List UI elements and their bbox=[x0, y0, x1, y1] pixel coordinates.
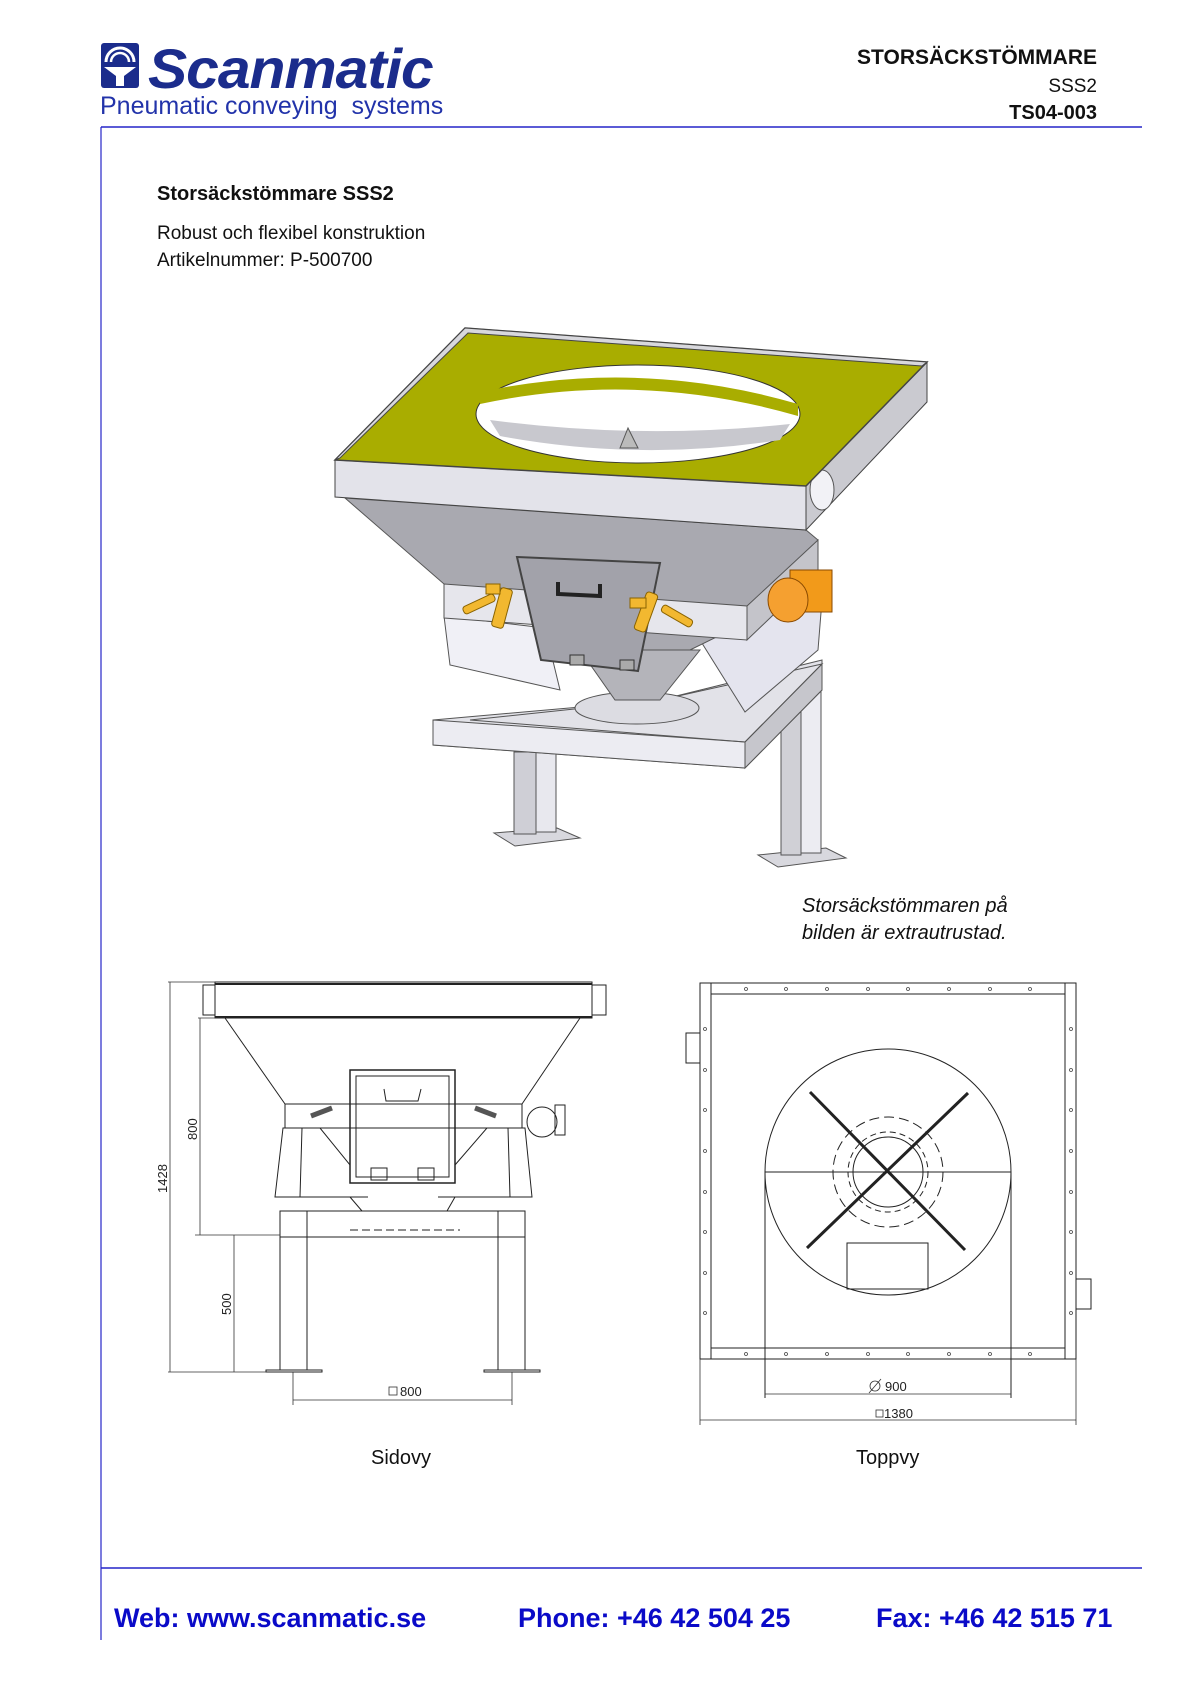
brand-tagline: Pneumatic conveying systems bbox=[100, 92, 444, 120]
render-caption: Storsäckstömmaren på bilden är extrautru… bbox=[802, 893, 1008, 947]
logo-icon bbox=[101, 43, 139, 88]
clamp-handles bbox=[462, 583, 694, 633]
side-view-label: Sidovy bbox=[371, 1447, 432, 1469]
model-name: SSS2 bbox=[1048, 76, 1097, 97]
side-view-dimensions bbox=[168, 981, 513, 1405]
brand-logo-text: Scanmatic bbox=[148, 37, 434, 100]
caption-line-2: bilden är extrautrustad. bbox=[802, 922, 1007, 944]
product-render bbox=[333, 327, 929, 868]
document-number: TS04-003 bbox=[1009, 102, 1097, 124]
dim-hopper-height: 800 bbox=[185, 1118, 200, 1140]
footer-fax: Fax: +46 42 515 71 bbox=[876, 1603, 1113, 1633]
side-view-drawing bbox=[202, 981, 607, 1373]
product-title: Storsäckstömmare SSS2 bbox=[157, 183, 394, 205]
dim-leg-spacing: 800 bbox=[400, 1384, 422, 1399]
leg-back-left bbox=[492, 751, 582, 847]
vibration-motor bbox=[767, 569, 833, 623]
skirt-left bbox=[443, 615, 561, 691]
article-number: Artikelnummer: P-500700 bbox=[157, 250, 373, 271]
top-view-dimensions bbox=[699, 1359, 1077, 1425]
footer-web[interactable]: Web: www.scanmatic.se bbox=[114, 1603, 427, 1633]
top-view-bolts bbox=[703, 987, 1073, 1356]
dim-diameter: 900 bbox=[885, 1379, 907, 1394]
document-title: STORSÄCKSTÖMMARE bbox=[857, 46, 1097, 69]
product-description: Robust och flexibel konstruktion bbox=[157, 223, 426, 244]
footer-phone: Phone: +46 42 504 25 bbox=[518, 1603, 791, 1633]
inspection-door bbox=[515, 555, 662, 673]
caption-line-1: Storsäckstömmaren på bbox=[802, 895, 1008, 917]
dim-leg-height: 500 bbox=[219, 1293, 234, 1315]
dim-square: 1380 bbox=[884, 1406, 913, 1421]
top-view-label: Toppvy bbox=[856, 1447, 920, 1469]
top-view-drawing bbox=[685, 982, 1092, 1398]
dim-total-height: 1428 bbox=[155, 1164, 170, 1193]
leg-back-right bbox=[756, 687, 848, 868]
